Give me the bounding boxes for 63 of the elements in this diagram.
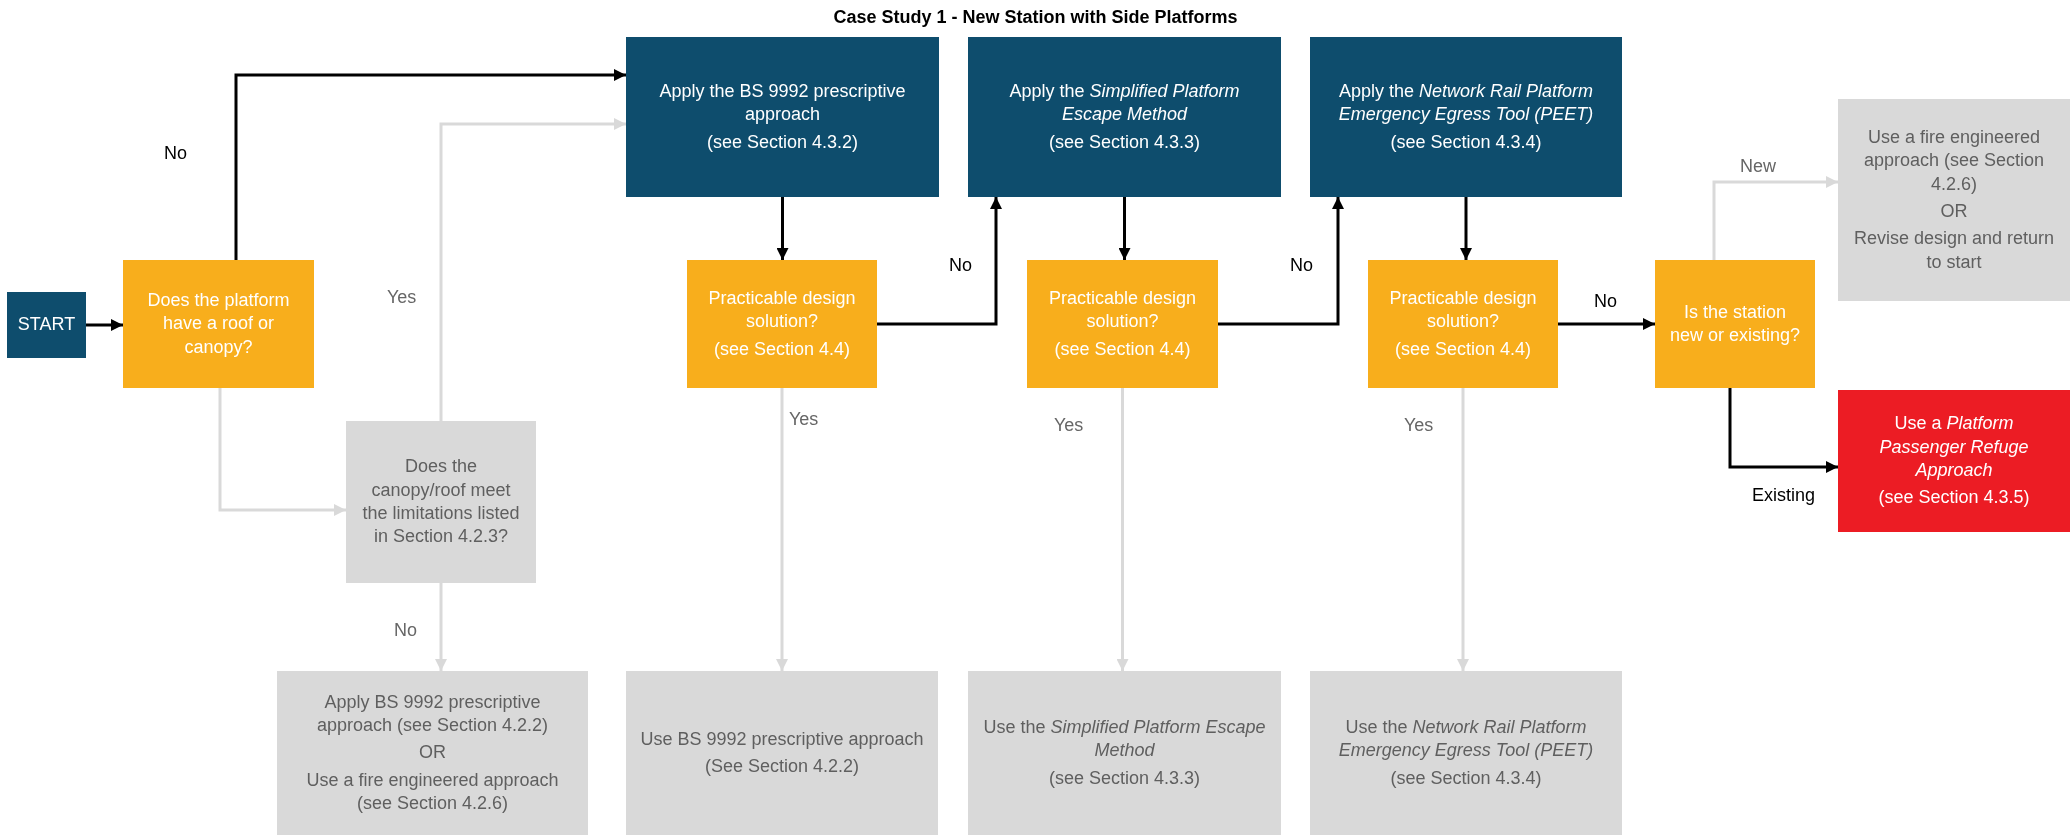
arrow xyxy=(1558,318,1655,330)
arrow xyxy=(1460,197,1472,260)
node-text: (see Section 4.3.5) xyxy=(1878,486,2030,510)
node-text: (see Section 4.3.3) xyxy=(1048,130,1201,154)
arrow xyxy=(435,583,447,671)
arrow xyxy=(1218,197,1344,326)
node-text: (see Section 4.3.3) xyxy=(1048,766,1201,790)
outcome-box xyxy=(346,421,536,583)
node-text: Use the Simplified Platform Escape Method xyxy=(982,715,1267,763)
arrow xyxy=(1728,388,1838,473)
node-text: Practicable design solution? xyxy=(1047,286,1198,334)
node-text: (see Section 4.4) xyxy=(713,337,851,361)
arrow xyxy=(218,388,346,516)
node-text: Does the canopy/roof meet the limitations listed in Section 4.2.3? xyxy=(361,455,521,549)
node-text: Does the platform have a roof or canopy? xyxy=(146,288,291,359)
arrow xyxy=(776,197,789,260)
process-box xyxy=(1310,37,1622,197)
arrow xyxy=(439,118,626,421)
outcome-box xyxy=(1838,99,2070,301)
node-text: Use a Platform Passenger Refuge Approach xyxy=(1878,412,2030,482)
node-text: Use the Network Rail Platform Emergency Egress Tool (PEET) xyxy=(1337,715,1595,763)
node-text: Is the station new or existing? xyxy=(1668,300,1802,347)
node-text: Use BS 9992 prescriptive approach xyxy=(640,727,924,751)
node-text: (see Section 4.3.2) xyxy=(706,130,859,154)
diagram-title: Case Study 1 - New Station with Side Platforms xyxy=(832,6,1239,29)
process-box xyxy=(968,37,1281,197)
arrow xyxy=(877,197,1002,326)
node-text: OR xyxy=(419,741,446,765)
decision-box xyxy=(123,260,314,388)
node-text: Revise design and return to start xyxy=(1852,227,2056,274)
outcome-box xyxy=(968,671,1281,835)
process-box xyxy=(7,292,86,358)
node-text: Apply the Network Rail Platform Emergency Egress Tool (PEET) xyxy=(1337,79,1595,127)
node-text: (See Section 4.2.2) xyxy=(704,755,860,778)
node-text: (see Section 4.4) xyxy=(1054,337,1191,361)
arrow xyxy=(234,69,626,260)
process-box xyxy=(626,37,939,197)
decision-box xyxy=(687,260,877,388)
node-text: (see Section 4.3.4) xyxy=(1390,766,1542,790)
node-text: OR xyxy=(1940,200,1968,223)
node-text: Apply the Simplified Platform Escape Method xyxy=(1008,79,1241,127)
arrow xyxy=(1712,176,1838,260)
node-text: Apply the BS 9992 prescriptive approach xyxy=(658,79,907,127)
arrow xyxy=(1457,388,1469,671)
node-text: Use a fire engineered approach (see Section 4.2.6) xyxy=(1862,125,2046,196)
arrow xyxy=(776,388,788,671)
node-text: (see Section 4.3.4) xyxy=(1390,130,1542,154)
node-text: START xyxy=(17,313,76,337)
outcome-box xyxy=(277,671,588,835)
decision-box xyxy=(1368,260,1558,388)
node-text: Practicable design solution? xyxy=(1388,286,1538,334)
arrow xyxy=(86,319,123,331)
node-text: Apply BS 9992 prescriptive approach (see Section 4.2.2) xyxy=(315,690,550,737)
node-text: Practicable design solution? xyxy=(707,286,857,334)
decision-box xyxy=(1655,260,1815,388)
node-text: (see Section 4.4) xyxy=(1394,337,1532,361)
arrow xyxy=(1116,388,1129,671)
outcome-box xyxy=(1838,390,2070,532)
node-text: Use a fire engineered approach (see Section 4.2.6) xyxy=(305,768,560,816)
outcome-box xyxy=(1310,671,1622,835)
arrow xyxy=(1118,197,1131,260)
outcome-box xyxy=(626,671,938,835)
decision-box xyxy=(1027,260,1218,388)
